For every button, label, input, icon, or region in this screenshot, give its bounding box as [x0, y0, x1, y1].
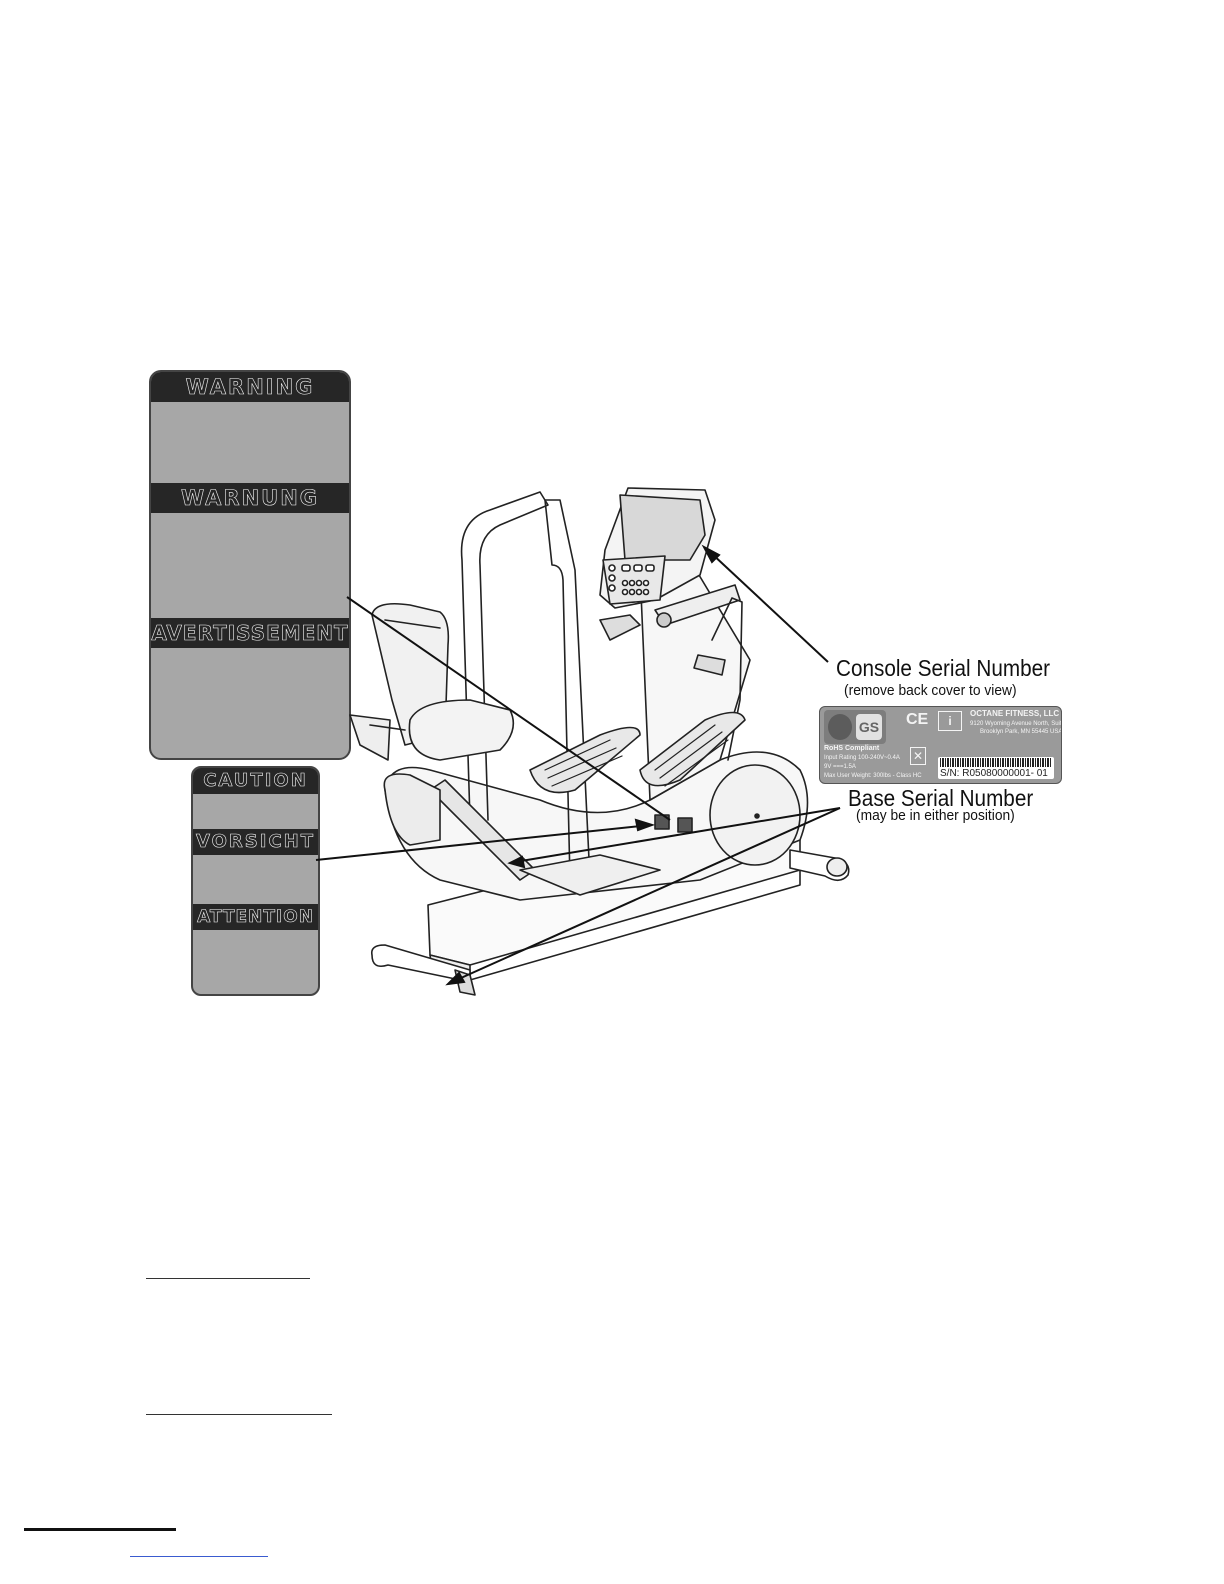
attention-text: ATTENTION — [197, 907, 314, 928]
base-serial-subtitle: (may be in either position) — [856, 807, 1015, 824]
serial-number: S/N: R05080000001- 01 — [940, 768, 1048, 779]
blank-line-2 — [146, 1414, 332, 1415]
avertissement-band: AVERTISSEMENT — [151, 618, 349, 648]
caution-label-panel: CAUTION VORSICHT ATTENTION — [191, 766, 320, 996]
blank-line-1 — [146, 1278, 310, 1279]
serial-number-box: S/N: R05080000001- 01 — [938, 757, 1054, 779]
attention-band: ATTENTION — [193, 904, 318, 930]
warning-band: WARNING — [151, 372, 349, 402]
caution-band: CAUTION — [193, 768, 318, 794]
weee-bin-icon: ✕ — [910, 747, 926, 765]
barcode — [940, 758, 1052, 767]
vorsicht-text: VORSICHT — [196, 831, 315, 853]
plate-address-2: Brooklyn Park, MN 55445 USA — [980, 729, 1062, 735]
warning-label-panel: WARNING WARNUNG AVERTISSEMENT — [149, 370, 351, 760]
footer-link-line — [130, 1556, 268, 1557]
serial-rating-plate: GS CE i OCTANE FITNESS, LLC 9120 Wyoming… — [819, 706, 1062, 784]
plate-input: Input Rating 100-240V~0.4A — [824, 755, 900, 761]
manual-icon: i — [938, 711, 962, 731]
caution-text: CAUTION — [203, 770, 308, 792]
console-serial-subtitle: (remove back cover to view) — [844, 682, 1017, 699]
plate-company: OCTANE FITNESS, LLC — [970, 709, 1060, 718]
console-serial-title: Console Serial Number — [836, 655, 1051, 681]
warnung-text: WARNUNG — [180, 486, 320, 511]
plate-max-weight: Max User Weight: 300lbs - Class HC — [824, 773, 922, 779]
vorsicht-band: VORSICHT — [193, 829, 318, 855]
plate-rohs: RoHS Compliant — [824, 745, 880, 752]
ce-mark: CE — [906, 711, 929, 728]
warnung-band: WARNUNG — [151, 483, 349, 513]
warning-text: WARNING — [185, 375, 315, 400]
plate-output: 9V ===1.5A — [824, 764, 856, 770]
plate-address-1: 9120 Wyoming Avenue North, Suite 315 — [970, 721, 1062, 727]
base-serial-title: Base Serial Number — [848, 785, 1034, 811]
tuv-gs-logo: GS — [824, 710, 886, 744]
footer-rule — [24, 1528, 176, 1531]
avertissement-text: AVERTISSEMENT — [151, 621, 349, 646]
